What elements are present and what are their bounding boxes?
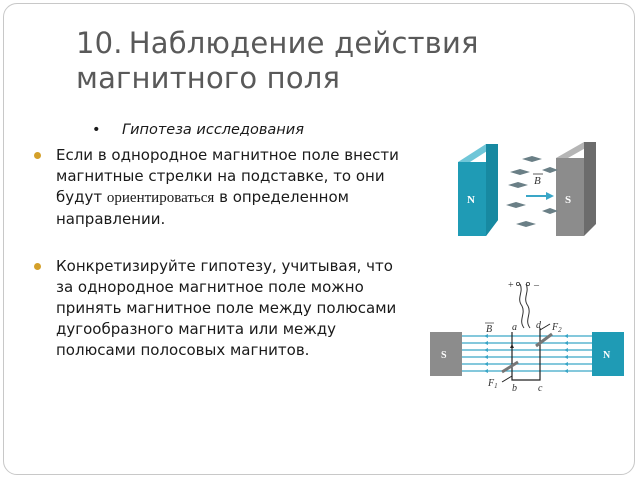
compass-needles (506, 156, 558, 227)
paragraph1-serif-word: ориентироваться (106, 190, 215, 206)
label-a: a (512, 322, 517, 333)
wire-leads (519, 283, 525, 329)
label-c: c (538, 383, 543, 394)
south-magnet (430, 332, 462, 376)
field-label: B (534, 175, 541, 187)
bullet-icon: • (92, 122, 101, 138)
figure-current-frame: S N + – (430, 280, 624, 394)
paragraph2-text: Конкретизируйте гипотезу, учитывая, что … (56, 257, 397, 359)
paragraph-hypothesis: Если в однородное магнитное поле внести … (34, 145, 414, 230)
label-b: b (512, 383, 517, 394)
label-d: d (536, 320, 542, 331)
north-pole-label: N (467, 194, 475, 206)
label-F2: F2 (551, 322, 562, 334)
field-lines (462, 335, 592, 372)
paragraph-task: Конкретизируйте гипотезу, учитывая, что … (34, 256, 414, 361)
south-magnet-front (556, 158, 584, 236)
label-B: B (486, 324, 492, 335)
hypothesis-label: Гипотеза исследования (122, 122, 304, 138)
conductor-frame (511, 328, 541, 381)
hypothesis-heading: • Гипотеза исследования (92, 122, 304, 138)
south-pole-label: S (565, 194, 571, 206)
north-magnet (592, 332, 624, 376)
south-pole-label-2: S (441, 350, 447, 361)
label-F1: F1 (487, 378, 498, 390)
force-arrow-f2 (539, 323, 551, 331)
north-magnet-front (458, 162, 486, 236)
minus-label: – (533, 280, 540, 291)
paragraph1-part2: в определенном направлении. (56, 188, 349, 228)
figure-bar-magnets: N S B (458, 142, 596, 236)
south-magnet-side (584, 142, 596, 236)
title-text: Наблюдение действия магнитного поля (76, 26, 479, 95)
bullet-dot-icon (34, 263, 41, 270)
bullet-dot-icon (34, 152, 41, 159)
title-number: 10. (76, 26, 123, 60)
slide-frame: 10.Наблюдение действия магнитного поля •… (3, 3, 635, 475)
plus-label: + (508, 280, 514, 291)
paragraph1-part1: Если в однородное магнитное поле внести … (56, 146, 399, 206)
slide-title: 10.Наблюдение действия магнитного поля (76, 26, 556, 96)
paragraph-text: Если в однородное магнитное поле внести … (56, 145, 414, 230)
force-arrow-f1 (501, 375, 513, 383)
north-pole-label-2: N (603, 350, 611, 361)
